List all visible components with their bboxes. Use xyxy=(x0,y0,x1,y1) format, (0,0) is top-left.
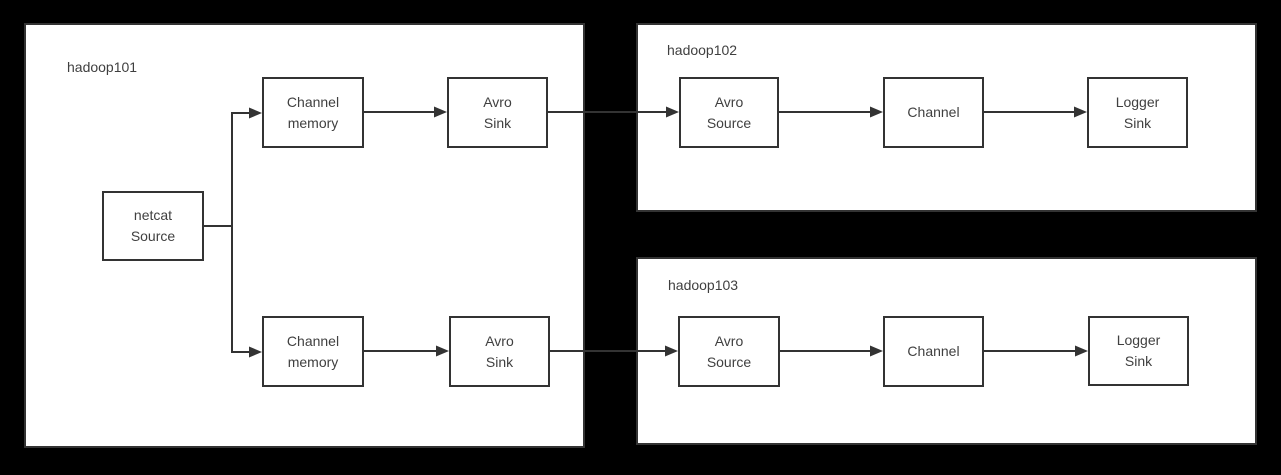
node-avro-source-hadoop103: Avro Source xyxy=(678,316,780,387)
node-avro-source-hadoop102-label: Avro Source xyxy=(706,93,752,131)
node-netcat-source-label: netcat Source xyxy=(130,207,176,244)
node-channel-hadoop103: Channel xyxy=(883,316,984,387)
node-channel-memory-bottom: Channel memory xyxy=(262,316,364,387)
panel-hadoop101-label: hadoop101 xyxy=(67,59,138,75)
node-avro-source-hadoop103-label: Avro Source xyxy=(706,332,752,370)
node-channel-memory-top-label: Channel memory xyxy=(286,93,340,131)
node-avro-source-hadoop102: Avro Source xyxy=(679,77,779,148)
panel-hadoop102-label: hadoop102 xyxy=(667,42,738,58)
node-logger-sink-hadoop102-label: Logger Sink xyxy=(1115,93,1160,131)
node-channel-memory-bottom-label: Channel memory xyxy=(286,332,340,370)
node-netcat-source: netcat Source xyxy=(102,191,204,261)
node-logger-sink-hadoop103-label: Logger Sink xyxy=(1116,332,1161,369)
node-avro-sink-top-label: Avro Sink xyxy=(483,93,512,131)
node-avro-sink-bottom: Avro Sink xyxy=(449,316,550,387)
node-channel-hadoop103-label: Channel xyxy=(907,343,960,359)
node-channel-hadoop102: Channel xyxy=(883,77,984,148)
node-avro-sink-bottom-label: Avro Sink xyxy=(485,332,514,370)
node-channel-memory-top: Channel memory xyxy=(262,77,364,148)
node-logger-sink-hadoop103: Logger Sink xyxy=(1088,316,1189,386)
panel-hadoop103-label: hadoop103 xyxy=(668,277,739,293)
node-logger-sink-hadoop102: Logger Sink xyxy=(1087,77,1188,148)
node-channel-hadoop102-label: Channel xyxy=(907,104,960,120)
node-avro-sink-top: Avro Sink xyxy=(447,77,548,148)
